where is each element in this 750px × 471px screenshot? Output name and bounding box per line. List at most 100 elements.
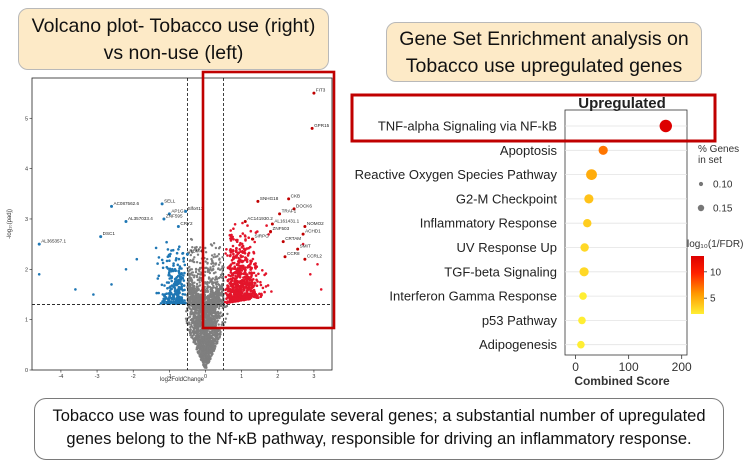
volcano-point: [199, 356, 202, 359]
enrichment-category-label: UV Response Up: [457, 240, 557, 255]
volcano-point: [213, 330, 217, 334]
volcano-point: [205, 336, 208, 339]
volcano-point: [189, 329, 192, 332]
volcano-point: [206, 351, 209, 354]
volcano-point: [214, 323, 217, 327]
volcano-point: [206, 283, 209, 286]
enrichment-category-label: Adipogenesis: [479, 337, 558, 352]
enrichment-point: [579, 292, 587, 300]
volcano-point: [206, 362, 209, 365]
enrichment-x-tick-label: 100: [619, 360, 639, 374]
volcano-point: [200, 338, 203, 342]
volcano-point: [198, 343, 201, 346]
volcano-point: [206, 342, 209, 345]
volcano-point: [198, 323, 202, 326]
size-legend-label: 0.10: [713, 180, 733, 191]
volcano-point: [196, 317, 200, 320]
volcano-point: [214, 313, 218, 316]
volcano-point: [209, 309, 212, 312]
volcano-points: [37, 221, 323, 369]
volcano-point: [192, 334, 195, 337]
volcano-point: [204, 314, 208, 317]
enrichment-category-label: TNF-alpha Signaling via NF-kB: [378, 119, 557, 134]
enrichment-xlabel: Combined Score: [574, 374, 670, 388]
volcano-point: [220, 323, 223, 326]
volcano-point: [200, 347, 204, 351]
enrichment-point: [598, 145, 608, 155]
volcano-point: [224, 317, 228, 320]
volcano-point: [206, 356, 209, 359]
color-legend-tick-label: 10: [710, 267, 722, 278]
volcano-point: [209, 337, 212, 340]
volcano-point: [195, 306, 198, 309]
enrichment-point: [579, 267, 589, 277]
volcano-point: [209, 355, 212, 359]
volcano-point: [213, 318, 217, 321]
volcano-point: [219, 261, 222, 264]
volcano-title-line2: vs non-use (left): [103, 42, 244, 64]
enrichment-category-label: p53 Pathway: [482, 313, 558, 328]
volcano-point: [197, 315, 200, 318]
volcano-point: [196, 333, 200, 337]
volcano-point: [209, 335, 212, 338]
volcano-point: [200, 336, 204, 339]
volcano-point: [217, 307, 221, 310]
color-legend-title: log₁₀(1/FDR): [687, 239, 743, 250]
volcano-point: [210, 254, 214, 257]
volcano-point: [207, 322, 210, 325]
volcano-point: [192, 340, 195, 343]
volcano-point: [196, 309, 199, 312]
volcano-point: [206, 257, 209, 261]
volcano-point: [209, 305, 212, 309]
enrichment-category-label: TGF-beta Signaling: [444, 264, 557, 279]
volcano-point: [210, 312, 213, 315]
volcano-title-line1: Volcano plot- Tobacco use (right): [31, 15, 316, 37]
volcano-point: [221, 321, 224, 324]
gsea-title-line1: Gene Set Enrichment analysis on: [399, 28, 689, 50]
color-legend-bar: [691, 256, 704, 314]
volcano-point: [203, 341, 206, 344]
enrichment-point: [586, 169, 597, 181]
size-legend-title-line1: % Genes: [698, 144, 739, 155]
volcano-point: [208, 314, 211, 318]
volcano-point: [195, 323, 198, 326]
volcano-point: [210, 322, 213, 325]
enrichment-point: [659, 119, 672, 133]
volcano-point: [194, 330, 197, 333]
volcano-point: [204, 339, 207, 342]
gsea-title-callout: Gene Set Enrichment analysis on Tobacco …: [386, 22, 702, 82]
volcano-point: [190, 309, 193, 312]
volcano-point: [208, 346, 211, 350]
volcano-point: [211, 308, 214, 311]
volcano-point: [196, 324, 200, 327]
summary-line2: genes belong to the Nf-κB pathway, respo…: [66, 430, 692, 448]
volcano-point: [210, 350, 214, 354]
volcano-point: [210, 330, 213, 334]
volcano-point: [206, 349, 209, 352]
volcano-point: [208, 318, 212, 321]
summary-box: Tobacco use was found to upregulate seve…: [34, 398, 724, 460]
volcano-point: [203, 366, 206, 369]
enrichment-point: [578, 316, 586, 325]
volcano-point: [193, 274, 196, 277]
volcano-point: [205, 317, 209, 320]
volcano-point: [225, 304, 229, 308]
volcano-point: [202, 359, 205, 362]
volcano-point: [197, 321, 201, 324]
volcano-point: [195, 249, 198, 252]
enrichment-point: [584, 194, 594, 204]
volcano-point: [214, 315, 217, 319]
summary-line1: Tobacco use was found to upregulate seve…: [52, 407, 706, 425]
volcano-point: [204, 270, 207, 274]
volcano-point: [204, 331, 207, 334]
volcano-point: [218, 312, 222, 315]
size-legend-label: 0.15: [713, 204, 733, 215]
volcano-point: [211, 318, 214, 321]
volcano-point: [223, 321, 227, 324]
volcano-point: [197, 352, 200, 355]
volcano-point: [214, 332, 217, 336]
size-legend-dot: [697, 204, 705, 212]
volcano-point: [208, 358, 211, 361]
volcano-point: [195, 346, 199, 349]
